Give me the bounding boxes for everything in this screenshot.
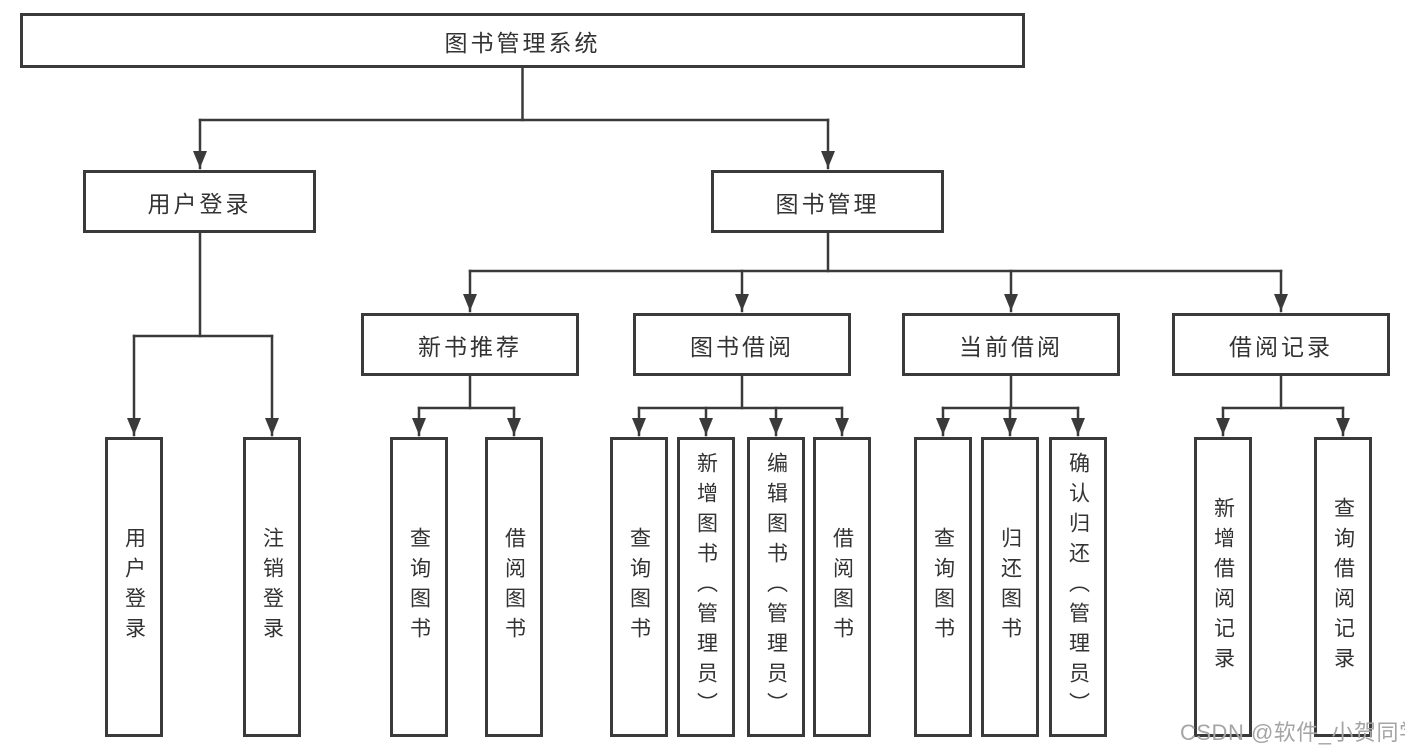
leaf-query-books-recommend: 查询图书 (390, 437, 448, 737)
node-label: 图书管理系统 (444, 29, 601, 56)
connectors-root-to-level2 (193, 66, 835, 170)
leaf-confirm-return-admin: 确认归还（管理员） (1049, 437, 1107, 737)
csdn-watermark: CSDN @软件_小贺同学 (1180, 720, 1405, 745)
leaf-add-book-admin: 新增图书（管理员） (677, 437, 735, 737)
leaf-label: 新增图书（管理员） (694, 452, 718, 722)
leaf-label: 借阅图书 (502, 527, 526, 647)
node-user-login: 用户登录 (83, 170, 316, 233)
node-book-management: 图书管理 (711, 170, 944, 233)
leaf-label: 确认归还（管理员） (1066, 452, 1090, 722)
leaf-label: 用户登录 (122, 527, 146, 647)
leaf-query-books-borrowing: 查询图书 (610, 437, 668, 737)
connectors-user-login-to-leaves (127, 231, 279, 437)
leaf-label: 查询图书 (407, 527, 431, 647)
leaf-label: 查询图书 (627, 527, 651, 647)
leaf-edit-book-admin: 编辑图书（管理员） (747, 437, 805, 737)
leaf-label: 编辑图书（管理员） (764, 452, 788, 722)
leaf-return-book: 归还图书 (981, 437, 1039, 737)
node-label: 用户登录 (147, 190, 252, 217)
node-new-book-recommendation: 新书推荐 (361, 313, 579, 376)
connectors-book-borrowing-to-leaves (632, 374, 849, 437)
leaf-label: 查询借阅记录 (1331, 497, 1355, 677)
connectors-book-management-to-level3 (463, 231, 1288, 313)
node-label: 借阅记录 (1229, 333, 1333, 360)
node-current-borrowing: 当前借阅 (902, 313, 1120, 376)
node-label: 图书管理 (775, 190, 880, 217)
connectors-new-book-to-leaves (412, 374, 521, 437)
node-book-borrowing: 图书借阅 (633, 313, 851, 376)
leaf-logout: 注销登录 (243, 437, 301, 737)
leaf-label: 借阅图书 (830, 527, 854, 647)
leaf-label: 注销登录 (260, 527, 284, 647)
leaf-borrow-books-recommend: 借阅图书 (485, 437, 543, 737)
connectors-current-borrowing-to-leaves (936, 374, 1085, 437)
leaf-query-borrow-record: 查询借阅记录 (1314, 437, 1372, 737)
leaf-label: 归还图书 (998, 527, 1022, 647)
node-label: 图书借阅 (690, 333, 794, 360)
leaf-borrow-books: 借阅图书 (813, 437, 871, 737)
leaf-query-books-current: 查询图书 (914, 437, 972, 737)
node-borrowing-records: 借阅记录 (1172, 313, 1390, 376)
node-label: 当前借阅 (959, 333, 1063, 360)
leaf-user-login: 用户登录 (105, 437, 163, 737)
node-library-management-system: 图书管理系统 (20, 13, 1025, 68)
leaf-add-borrow-record: 新增借阅记录 (1194, 437, 1252, 737)
connectors-borrow-records-to-leaves (1216, 374, 1350, 437)
leaf-label: 新增借阅记录 (1211, 497, 1235, 677)
leaf-label: 查询图书 (931, 527, 955, 647)
node-label: 新书推荐 (418, 333, 522, 360)
